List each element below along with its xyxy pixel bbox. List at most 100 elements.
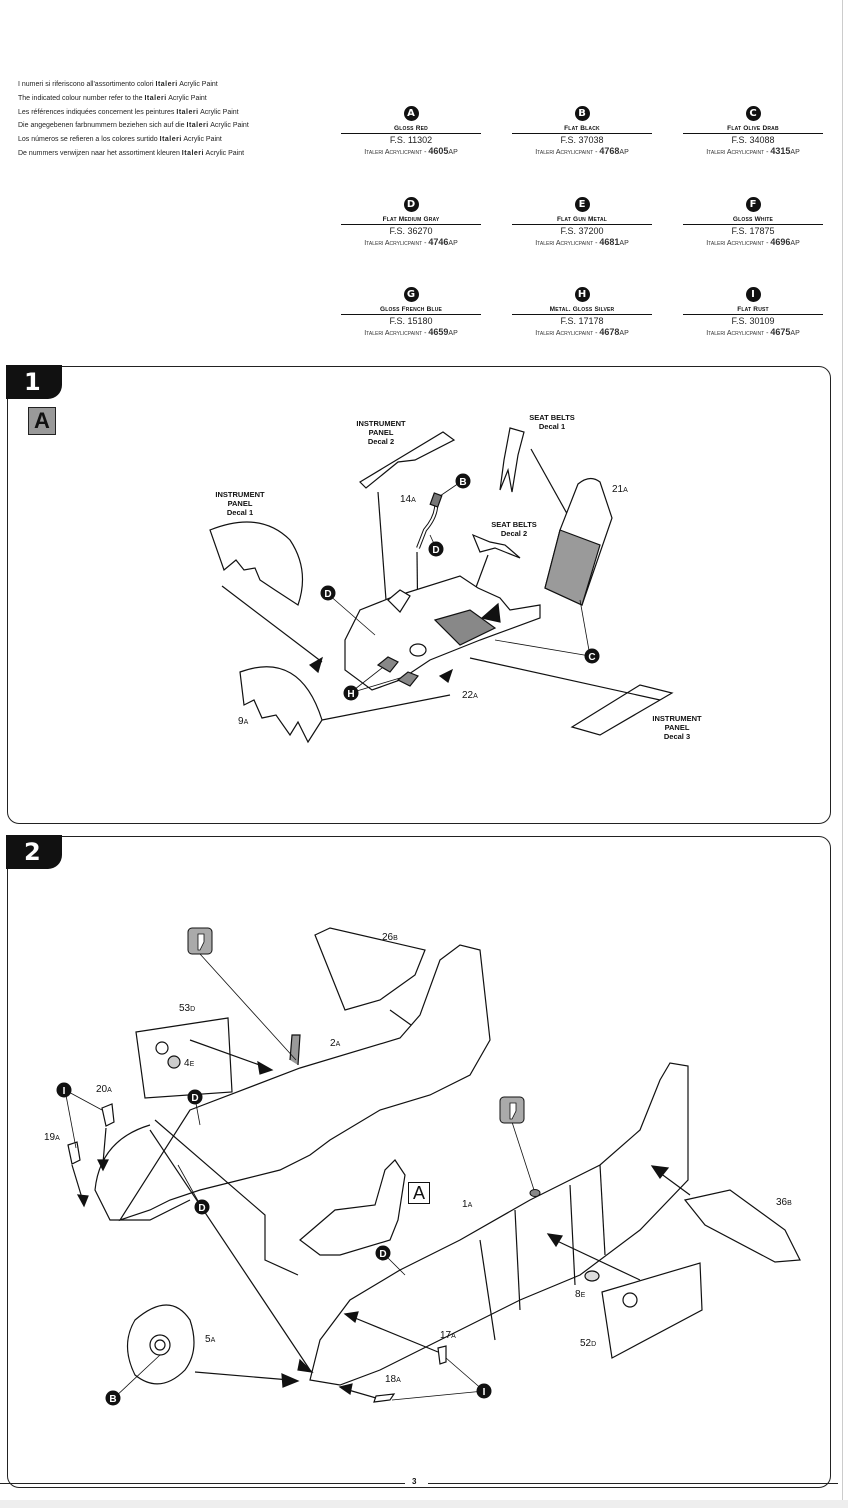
note-line: The indicated colour number refer to the…: [18, 94, 207, 102]
svg-text:H: H: [347, 689, 354, 700]
instrument-panel-decal-2-shape: [359, 431, 456, 489]
paint-ref: Italeri Acrylicpaint - 4675AP: [706, 327, 800, 337]
paint-name: Metal. Gloss Silver: [512, 306, 652, 315]
paint-entry: I Flat Rust F.S. 30109 Italeri Acrylicpa…: [683, 287, 823, 337]
callout-d: [428, 541, 444, 557]
svg-text:D: D: [198, 1203, 205, 1214]
paint-fs-code: F.S. 15180: [389, 316, 433, 326]
part-label: 2A: [330, 1038, 341, 1049]
seat-belts-decal-1-shape: [499, 427, 525, 493]
paint-fs-code: F.S. 37038: [560, 135, 604, 145]
paint-fs-code: F.S. 37200: [560, 226, 604, 236]
part-label: 5A: [205, 1334, 216, 1345]
paint-entry: B Flat Black F.S. 37038 Italeri Acrylicp…: [512, 106, 652, 156]
label-instrument-panel-decal-1: INSTRUMENT PANEL Decal 1: [215, 490, 265, 517]
note-line: Les références indiquées concernent les …: [18, 108, 239, 116]
paint-name: Flat Rust: [683, 306, 823, 315]
tailplane-part-26b: [314, 927, 426, 1011]
paint-fs-code: F.S. 30109: [731, 316, 775, 326]
footer-rule: [428, 1483, 838, 1484]
paint-letter-badge: G: [403, 287, 419, 302]
callout-d: [320, 585, 336, 601]
part-label: 8E: [575, 1289, 586, 1300]
callout-d: [375, 1245, 391, 1261]
paint-name: Flat Gun Metal: [512, 216, 652, 225]
fuselage-half-1a: [309, 1062, 689, 1386]
paint-notes: I numeri si riferiscono all'assortimento…: [18, 78, 249, 161]
label-seat-belts-decal-2: SEAT BELTS Decal 2: [491, 520, 537, 538]
paint-entry: C Flat Olive Drab F.S. 34088 Italeri Acr…: [683, 106, 823, 156]
paint-letter-badge: C: [745, 106, 761, 121]
part-label: 52D: [580, 1338, 597, 1349]
paint-name: Gloss White: [683, 216, 823, 225]
callout-d: [187, 1089, 203, 1105]
note-line: I numeri si riferiscono all'assortimento…: [18, 81, 218, 88]
paint-letter-badge: F: [745, 197, 761, 212]
cockpit-subassembly: [299, 1159, 406, 1256]
page-number: 3: [412, 1477, 417, 1486]
paint-entry: A Gloss Red F.S. 11302 Italeri Acrylicpa…: [341, 106, 481, 156]
paint-ref: Italeri Acrylicpaint - 4746AP: [364, 237, 458, 247]
part-label: 14A: [400, 494, 416, 505]
color-callouts-step2: I D D D B I: [56, 1082, 492, 1406]
part-label: 18A: [385, 1374, 401, 1385]
part-label: 9A: [238, 716, 249, 727]
label-instrument-panel-decal-2: INSTRUMENT PANEL Decal 2: [356, 419, 406, 446]
callout-h: [343, 685, 359, 701]
paint-name: Gloss French Blue: [341, 306, 481, 315]
paint-ref: Italeri Acrylicpaint - 4681AP: [535, 237, 629, 247]
paint-fs-code: F.S. 17875: [731, 226, 775, 236]
svg-text:C: C: [588, 652, 595, 663]
callout-i: [56, 1082, 72, 1098]
fuselage-half-2a: [118, 944, 491, 1222]
subassembly-ref-label: A: [408, 1182, 430, 1204]
paint-letter-badge: E: [574, 197, 590, 212]
part-17a: [437, 1345, 447, 1365]
paint-letter-badge: A: [403, 106, 419, 121]
paint-entry: H Metal. Gloss Silver F.S. 17178 Italeri…: [512, 287, 652, 337]
paint-entry: F Gloss White F.S. 17875 Italeri Acrylic…: [683, 197, 823, 247]
paint-name: Flat Black: [512, 125, 652, 134]
paint-letter-badge: H: [574, 287, 590, 302]
paint-ref: Italeri Acrylicpaint - 4315AP: [706, 146, 800, 156]
paint-ref: Italeri Acrylicpaint - 4768AP: [535, 146, 629, 156]
svg-text:D: D: [324, 589, 331, 600]
paint-letter-badge: I: [745, 287, 761, 302]
part-label: 17A: [440, 1330, 456, 1341]
paint-fs-code: F.S. 11302: [389, 135, 433, 145]
color-callouts-step1: B D D C H: [320, 473, 600, 701]
part-label: 19A: [44, 1132, 60, 1143]
paint-ref: Italeri Acrylicpaint - 4605AP: [364, 146, 458, 156]
part-label: 4E: [184, 1058, 195, 1069]
part-label: 36B: [776, 1197, 792, 1208]
paint-entry: D Flat Medium Gray F.S. 36270 Italeri Ac…: [341, 197, 481, 247]
hub-part-5a: [126, 1304, 195, 1385]
part-label: 53D: [179, 1003, 196, 1014]
part-20a: [101, 1103, 115, 1127]
subassembly-label: A: [28, 407, 56, 435]
step-number: 2: [6, 835, 62, 869]
panel-part-52d: [601, 1262, 703, 1359]
note-line: Die angegebenen farbnummern beziehen sic…: [18, 122, 249, 130]
callout-d: [194, 1199, 210, 1215]
svg-text:B: B: [459, 477, 466, 488]
step-number: 1: [6, 365, 62, 399]
svg-text:D: D: [379, 1249, 386, 1260]
paint-fs-code: F.S. 17178: [560, 316, 604, 326]
part-label: 22A: [462, 690, 478, 701]
paint-letter-badge: B: [574, 106, 590, 121]
paint-fs-code: F.S. 34088: [731, 135, 775, 145]
footer-rule: [0, 1483, 405, 1484]
svg-text:B: B: [109, 1394, 116, 1405]
svg-text:I: I: [483, 1387, 486, 1398]
svg-text:D: D: [191, 1093, 198, 1104]
part-19a: [67, 1141, 81, 1165]
step-1-panel: 1 A: [6, 365, 831, 824]
step-2-panel: 2: [6, 835, 831, 1488]
paint-name: Gloss Red: [341, 125, 481, 134]
callout-i: [476, 1383, 492, 1399]
callout-b: [105, 1390, 121, 1406]
paint-ref: Italeri Acrylicpaint - 4659AP: [364, 327, 458, 337]
